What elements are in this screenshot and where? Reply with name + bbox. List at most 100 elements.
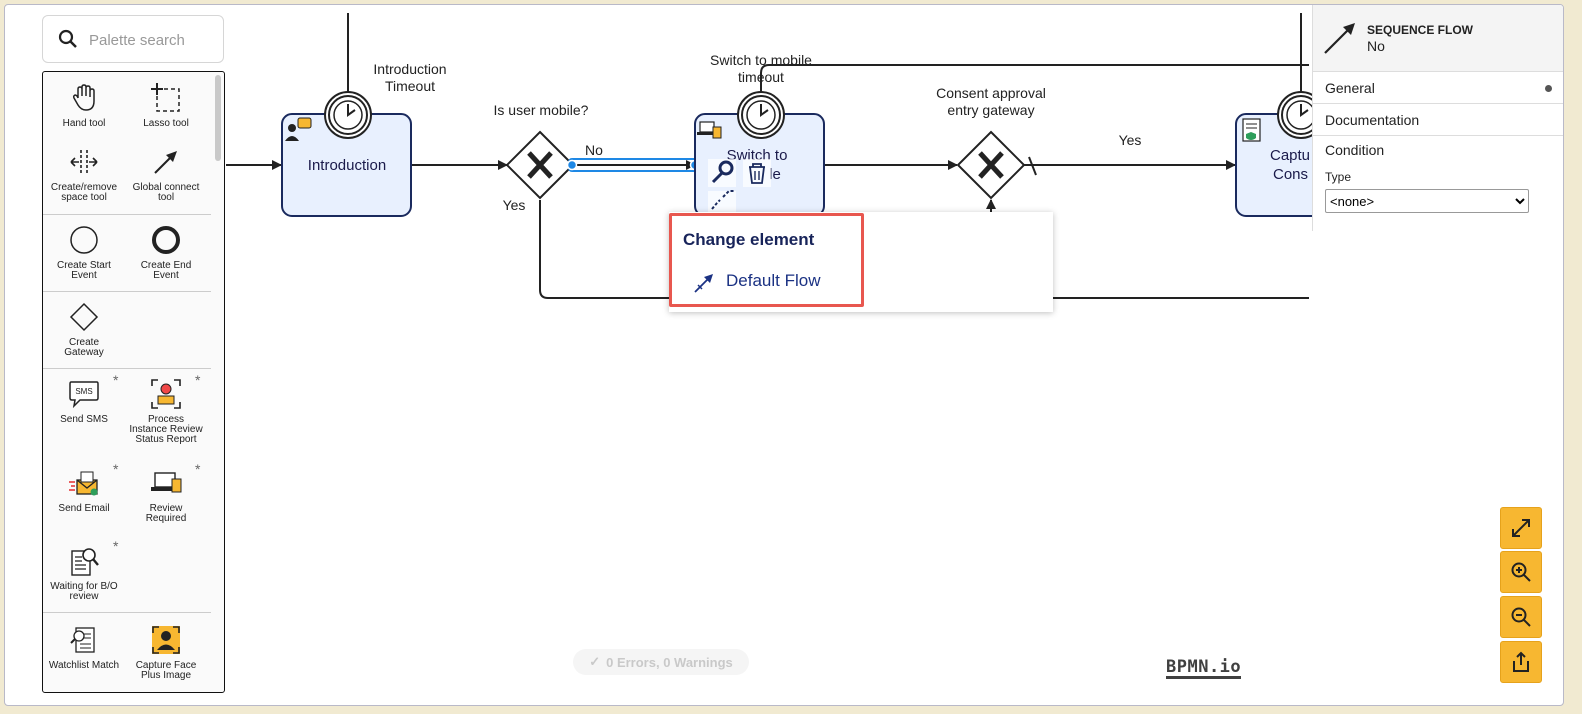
group-documentation-label: Documentation — [1325, 112, 1420, 128]
wrench-icon[interactable] — [708, 159, 736, 187]
consent-gateway-label-1: Consent approval — [936, 85, 1046, 101]
data-indicator-dot — [1545, 85, 1552, 92]
waiting-bo-label-2: review — [69, 591, 99, 602]
group-documentation[interactable]: Documentation — [1313, 104, 1563, 136]
palette-search[interactable] — [42, 15, 224, 63]
space-tool-label-2: space tool — [61, 192, 107, 203]
popup-highlight-frame — [669, 213, 864, 307]
zoom-in-icon — [1511, 562, 1531, 582]
send-sms-label: Send SMS — [60, 414, 108, 425]
connect-arrow-icon — [154, 151, 177, 174]
gateway-label-1: Create — [68, 337, 99, 348]
palette-separator — [43, 214, 211, 215]
face-capture-icon — [152, 626, 180, 654]
gateway-label-2: Gateway — [64, 347, 104, 358]
trash-icon[interactable] — [743, 159, 771, 187]
group-condition-label[interactable]: Condition — [1325, 142, 1385, 158]
task-switch-label-1: Switch to — [727, 147, 788, 164]
menu-item-label: Default Flow — [726, 271, 821, 290]
popup-title: Change element — [683, 230, 815, 249]
export-button[interactable] — [1500, 641, 1542, 683]
user-task-icon — [285, 117, 312, 141]
email-icon — [69, 471, 98, 496]
start-event-label-1: Create Start — [57, 260, 111, 271]
custom-tool-star: * — [195, 461, 201, 477]
space-tool-icon — [70, 150, 98, 174]
hand-tool-label: Hand tool — [62, 118, 106, 129]
connect-icon[interactable] — [708, 190, 736, 213]
capture-face-label-2: Plus Image — [140, 670, 192, 681]
lasso-icon — [151, 83, 180, 112]
watchlist-icon — [70, 627, 95, 653]
zoom-out-button[interactable] — [1500, 596, 1542, 638]
palette-separator — [43, 291, 211, 292]
zoom-in-button[interactable] — [1500, 551, 1542, 593]
gateway-consent-approval[interactable] — [956, 130, 1026, 200]
menu-item-default-flow[interactable]: Default Flow — [683, 266, 833, 298]
task-introduction-label: Introduction — [308, 157, 386, 174]
gateway-icon — [69, 302, 99, 332]
send-email-tool[interactable]: Send Email — [43, 465, 125, 514]
send-sms-tool[interactable]: SMS Send SMS — [43, 376, 125, 425]
lasso-tool-label: Lasso tool — [143, 118, 189, 129]
consent-gateway-label-2: entry gateway — [947, 102, 1034, 118]
process-review-label-1: Process — [147, 414, 185, 425]
review-required-label-2: Required — [145, 513, 187, 524]
linting-status[interactable]: ✓ 0 Errors, 0 Warnings — [573, 649, 749, 675]
watchlist-match-tool[interactable]: Watchlist Match — [43, 622, 125, 671]
element-type: SEQUENCE FLOW — [1367, 23, 1474, 37]
process-review-label-3: Status Report — [135, 434, 197, 445]
default-flow-icon — [694, 274, 713, 293]
process-review-label-2: Instance Review — [129, 424, 203, 435]
camera-report-icon — [151, 379, 181, 409]
document-search-icon — [71, 548, 99, 576]
bpmn-io-logo[interactable]: BPMN.io — [1166, 657, 1242, 679]
palette-scrollbar[interactable] — [215, 75, 221, 161]
end-event-label-2: Event — [153, 270, 179, 281]
group-general[interactable]: General — [1313, 72, 1563, 104]
lasso-tool[interactable]: Lasso tool — [125, 80, 207, 129]
bpmn-modeler-window: Introduction Introduction Timeout Is use… — [4, 4, 1564, 706]
global-connect-label-1: Global connect — [132, 182, 200, 193]
hand-tool[interactable]: Hand tool — [43, 80, 125, 129]
gateway-is-user-mobile[interactable] — [505, 130, 575, 200]
context-pad — [708, 159, 771, 213]
sequence-flow-icon — [1324, 23, 1355, 54]
gateway-label-is-user-mobile: Is user mobile? — [494, 102, 589, 118]
start-event-icon — [70, 226, 98, 254]
palette-search-input[interactable] — [87, 28, 219, 52]
flow-label-yes-left: Yes — [503, 197, 526, 213]
properties-panel: SEQUENCE FLOW No General Documentation C… — [1312, 5, 1563, 231]
task-capture-label-1: Captu — [1270, 147, 1310, 164]
flow-label-no: No — [585, 142, 603, 158]
capture-face-label-1: Capture Face — [135, 660, 197, 671]
custom-tool-star: * — [113, 538, 119, 554]
switch-timeout-label-1: Switch to mobile — [710, 52, 812, 68]
waiting-bo-label-1: Waiting for B/O — [50, 581, 118, 592]
intro-timeout-label-2: Timeout — [385, 78, 435, 94]
timer-event-introduction[interactable] — [324, 91, 372, 139]
laptop-review-icon — [151, 472, 182, 493]
custom-tool-star: * — [113, 372, 119, 388]
laptop-task-icon — [697, 121, 722, 139]
space-tool-label-1: Create/remove — [50, 182, 118, 193]
review-required-label-1: Review — [149, 503, 183, 514]
sequence-flows — [226, 13, 1309, 299]
fit-viewport-button[interactable] — [1500, 507, 1542, 549]
search-icon — [58, 29, 77, 48]
condition-type-select[interactable]: <none> — [1325, 189, 1529, 213]
linting-status-text: 0 Errors, 0 Warnings — [606, 654, 733, 670]
task-switch-label-2: le — [769, 166, 781, 183]
timer-event-switch[interactable] — [737, 91, 785, 139]
selected-flow-no[interactable] — [566, 158, 702, 172]
